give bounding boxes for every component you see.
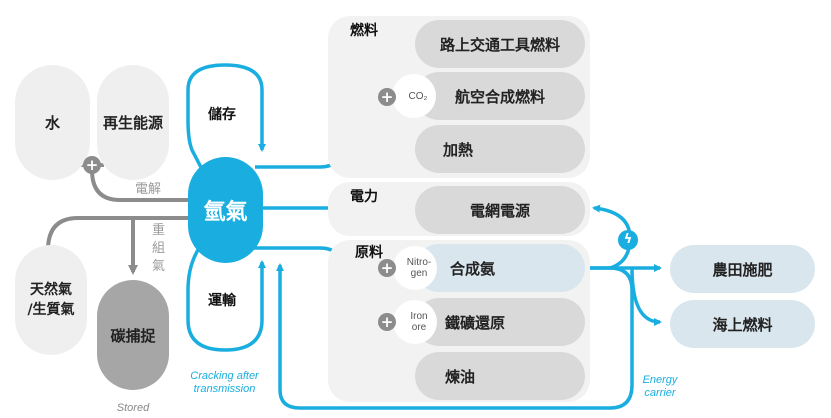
co2-addon: CO₂: [392, 74, 436, 118]
plus-icon: +: [378, 88, 396, 106]
feedstock-item-label: 鐵礦還原: [445, 313, 506, 332]
transport-loop: [186, 238, 266, 352]
storage-loop: [186, 63, 266, 176]
power-group-title: 電力: [350, 189, 378, 205]
storage-label: 儲存: [208, 107, 236, 123]
power-item-label: 電網電源: [469, 201, 530, 220]
reforming-line: [46, 216, 200, 251]
electrolysis-label: 電解: [135, 182, 162, 197]
lightning-icon: ϟ: [618, 230, 638, 250]
fuel-item: 路上交通工具燃料: [415, 20, 585, 68]
output-fertilizer: 農田施肥: [670, 245, 815, 293]
carbon-capture: 碳捕捉: [97, 280, 169, 390]
feedstock-item: 合成氨: [415, 244, 585, 292]
energy-carrier-note: Energy carrier: [642, 374, 678, 399]
source-water-label: 水: [44, 114, 60, 132]
source-natural-gas: 天然氣 /生質氣: [15, 245, 87, 355]
hydrogen-label: 氫氣: [203, 200, 248, 225]
stored-note: Stored: [116, 402, 150, 414]
fuel-item-label: 航空合成燃料: [454, 87, 545, 106]
reforming-label: 重組氣: [152, 223, 166, 274]
feedstock-item-label: 煉油: [445, 367, 476, 386]
fuel-group-title: 燃料: [350, 23, 378, 39]
source-water: 水: [15, 65, 90, 180]
transport-label: 運輸: [208, 293, 236, 309]
plus-icon: +: [378, 313, 396, 331]
feedstock-item-label: 合成氨: [450, 259, 496, 278]
feedstock-item: 煉油: [415, 352, 585, 400]
fuel-item: 加熱: [415, 125, 585, 173]
carbon-capture-label: 碳捕捉: [110, 326, 156, 345]
electrolysis-line: [90, 169, 200, 202]
output-marine-fuel: 海上燃料: [670, 300, 815, 348]
source-renewable: 再生能源: [97, 65, 169, 180]
source-natural-gas-label: 天然氣 /生質氣: [27, 282, 75, 318]
nitrogen-addon: Nitro- gen: [393, 246, 437, 290]
plus-icon: +: [83, 156, 101, 174]
fuel-item-label: 路上交通工具燃料: [439, 35, 560, 54]
hydrogen-node: 氫氣: [188, 157, 263, 263]
plus-icon: +: [378, 259, 396, 277]
nitrogen-label: Nitro- gen: [406, 257, 432, 279]
output-label: 海上燃料: [712, 315, 773, 334]
output-label: 農田施肥: [712, 260, 773, 279]
source-renewable-label: 再生能源: [102, 114, 163, 132]
fuel-item: 航空合成燃料: [415, 72, 585, 120]
feedstock-item: 鐵礦還原: [415, 298, 585, 346]
iron-ore-label: Iron ore: [410, 311, 428, 333]
co2-label: CO₂: [408, 90, 428, 102]
iron-ore-addon: Iron ore: [393, 300, 437, 344]
cracking-note: Cracking after transmission: [190, 370, 259, 395]
feedstock-group-title: 原料: [355, 245, 383, 261]
fuel-item-label: 加熱: [443, 140, 474, 159]
power-item: 電網電源: [415, 186, 585, 234]
